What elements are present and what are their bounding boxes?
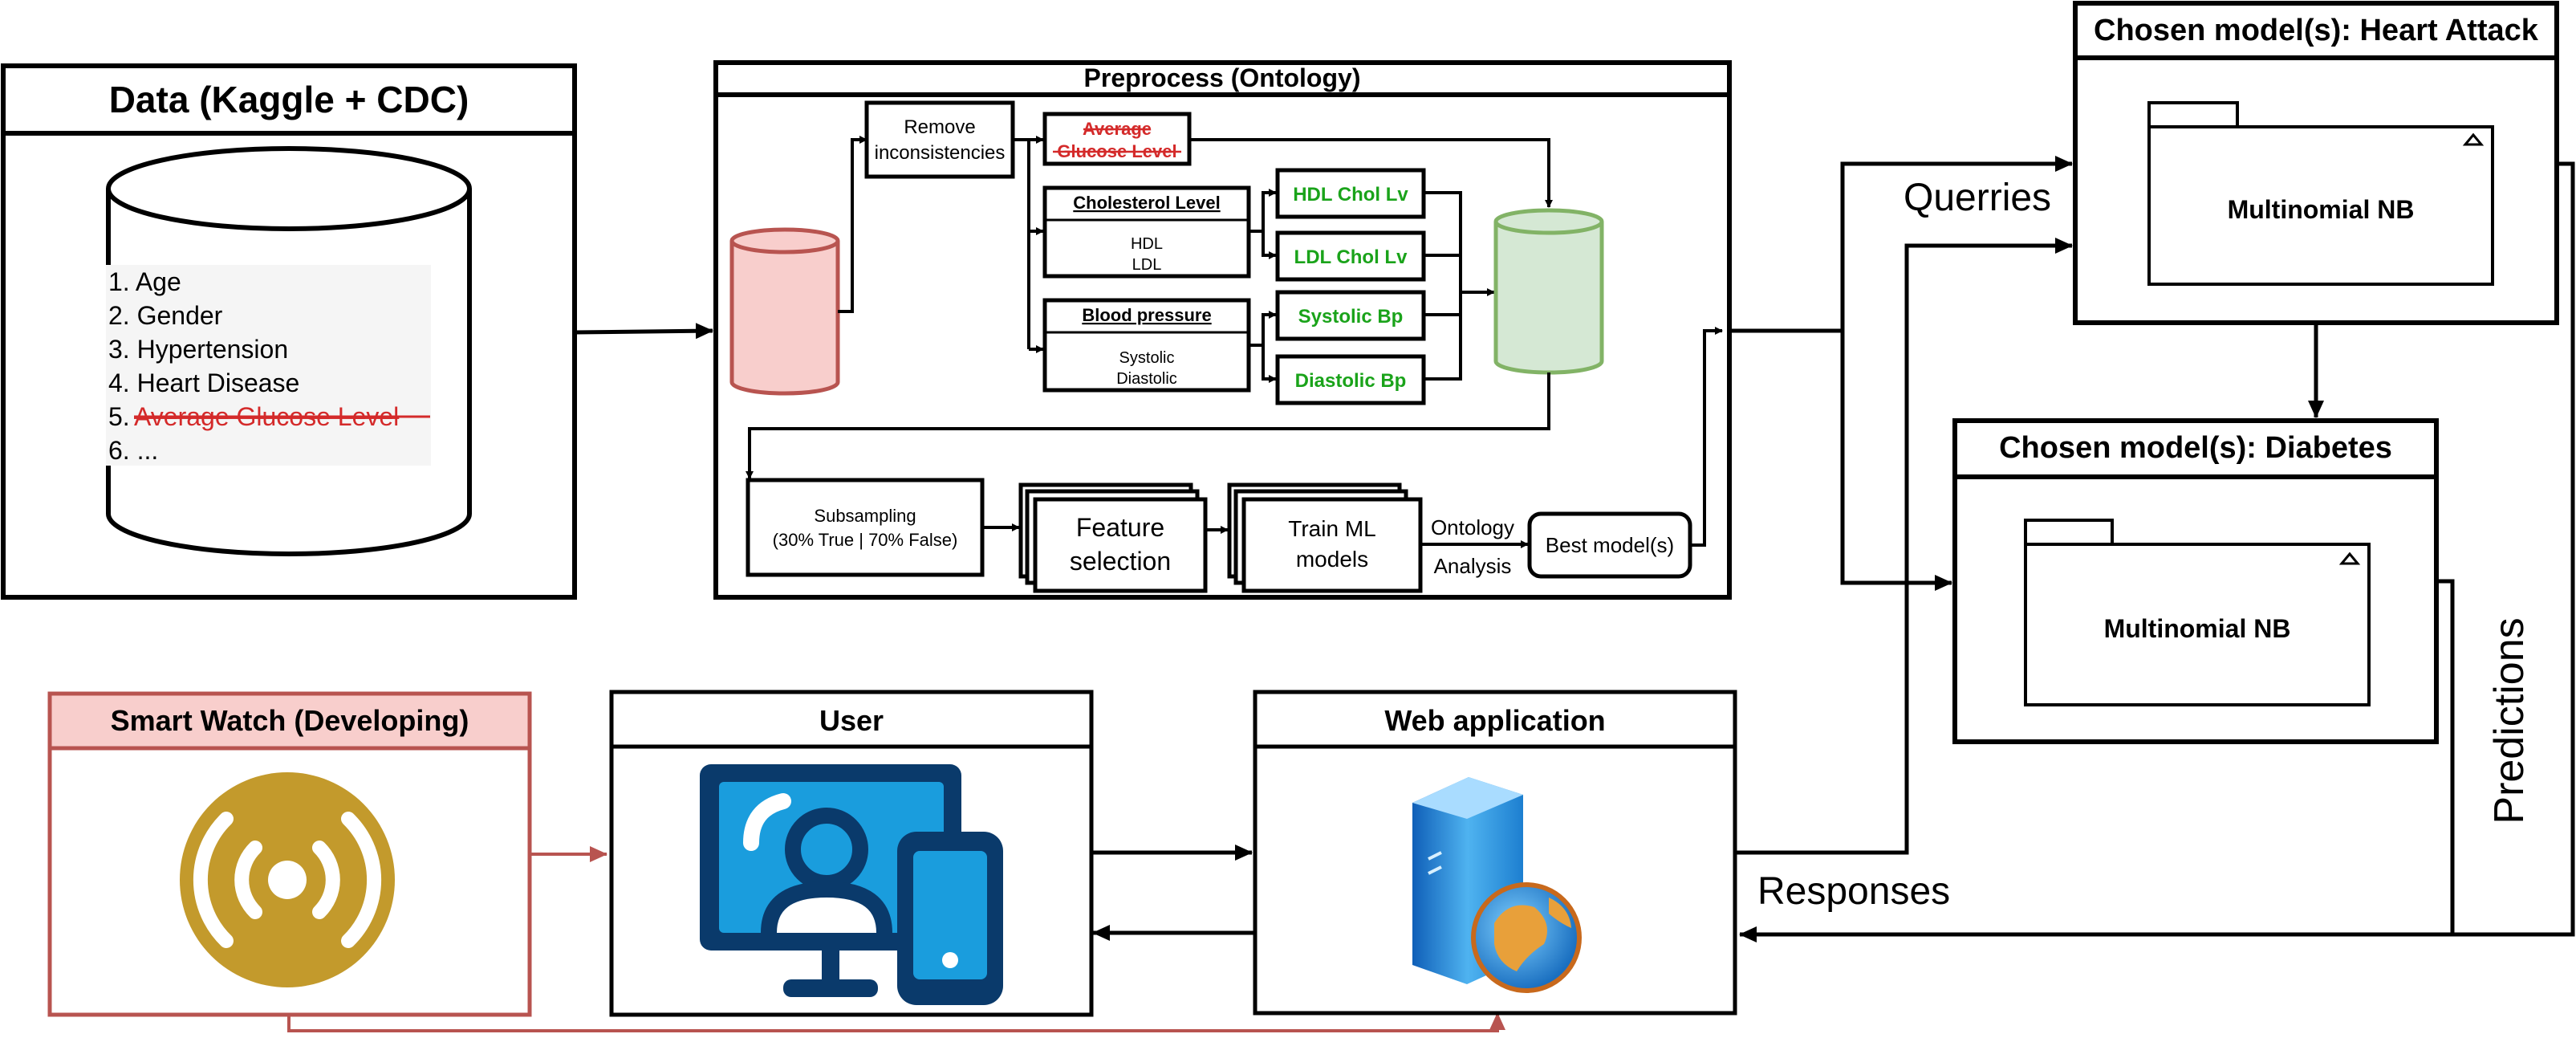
data-item-more: 6. ... [108, 436, 158, 465]
data-panel-title: Data (Kaggle + CDC) [109, 79, 469, 120]
preprocess-panel: Preprocess (Ontology) Remove inconsisten… [713, 60, 1732, 600]
train-models-line1: Train ML [1288, 516, 1375, 541]
predictions-label: Predictions [2486, 617, 2533, 824]
wireless-signal-icon [180, 772, 395, 987]
feature-selection-line1: Feature [1076, 513, 1164, 542]
best-models-label: Best model(s) [1546, 533, 1674, 557]
hdl-output-box [1275, 168, 1426, 219]
systolic-output-box [1275, 290, 1426, 341]
user-title: User [819, 704, 884, 737]
web-to-models-arrow [1737, 238, 2073, 855]
user-panel: User [609, 690, 1094, 1017]
data-item-gender: 2. Gender [108, 301, 223, 330]
feature-selection-line2: selection [1070, 547, 1171, 576]
ontology-label: Ontology [1431, 515, 1514, 539]
predictions-diabetes-line [2436, 579, 2455, 934]
subsampling-box [746, 478, 985, 577]
package-icon [2024, 519, 2371, 706]
blood-pressure-box: Blood pressure Systolic Diastolic [1042, 298, 1251, 393]
diastolic-output-label: Diastolic Bp [1295, 370, 1407, 392]
smart-watch-title: Smart Watch (Developing) [111, 704, 469, 737]
feature-selection-stack [1018, 482, 1208, 593]
remove-label-line2: inconsistencies [875, 142, 1006, 164]
raw-data-cylinder [729, 227, 840, 396]
cholesterol-header: Cholesterol Level [1073, 193, 1220, 213]
bp-systolic: Systolic [1119, 349, 1175, 367]
heart-attack-title: Chosen model(s): Heart Attack [2094, 14, 2539, 47]
predictions-heart-line [1739, 161, 2575, 942]
heart-attack-panel: Chosen model(s): Heart Attack Multinomia… [2073, 1, 2559, 325]
diabetes-panel: Chosen model(s): Diabetes Multinomial NB [1952, 418, 2439, 744]
smart-watch-panel: Smart Watch (Developing) [47, 691, 532, 1017]
raw-to-remove-arrow [838, 136, 867, 313]
subsampling-line2: (30% True | 70% False) [773, 530, 958, 550]
server-globe-icon [1412, 777, 1582, 993]
queries-to-heart-arrow [1729, 156, 2073, 333]
web-app-panel: Web application [1253, 690, 1737, 1016]
ldl-output-box [1275, 230, 1426, 282]
train-models-line2: models [1296, 547, 1368, 572]
clean-data-cylinder [1493, 208, 1604, 375]
data-item-number-5: 5. [108, 402, 130, 431]
heart-attack-model-label: Multinomial NB [2228, 195, 2415, 224]
hdl-output-label: HDL Chol Lv [1293, 184, 1408, 206]
systolic-output-label: Systolic Bp [1298, 306, 1404, 328]
train-models-stack [1227, 482, 1423, 593]
package-icon [2147, 101, 2494, 286]
remove-label-line1: Remove [904, 116, 975, 138]
queries-to-diabetes-arrow [1840, 331, 1952, 591]
cholesterol-hdl: HDL [1131, 235, 1163, 253]
ldl-output-label: LDL Chol Lv [1294, 246, 1408, 268]
data-to-preprocess-arrow [574, 323, 713, 340]
cholesterol-level-box: Cholesterol Level HDL LDL [1042, 185, 1251, 279]
merge-bracket [1424, 191, 1462, 381]
user-device-icon [700, 764, 1003, 1005]
data-panel: Data (Kaggle + CDC) 1. Age 2. Gender 3. … [1, 63, 577, 600]
watch-to-web-arrow [287, 1012, 1505, 1032]
preprocess-title: Preprocess (Ontology) [1084, 63, 1361, 92]
blood-pressure-header: Blood pressure [1082, 305, 1211, 325]
queries-label: Querries [1904, 177, 2051, 219]
data-item-age: 1. Age [108, 267, 181, 296]
cholesterol-ldl: LDL [1132, 256, 1162, 274]
glucose-to-clean-arrow [1189, 138, 1553, 208]
subsampling-line1: Subsampling [814, 506, 916, 526]
bp-diastolic: Diastolic [1116, 370, 1177, 388]
data-item-heart-disease: 4. Heart Disease [108, 368, 299, 397]
clean-to-subsampling-arrow [746, 372, 1550, 479]
remove-inconsistencies-box [864, 100, 1015, 179]
data-list-background [106, 265, 431, 466]
diabetes-model-label: Multinomial NB [2104, 614, 2291, 643]
best-to-output-arrow [1690, 327, 1723, 547]
data-item-hypertension: 3. Hypertension [108, 335, 288, 364]
diastolic-output-box [1275, 354, 1426, 405]
diabetes-title: Chosen model(s): Diabetes [1999, 431, 2392, 465]
analysis-label: Analysis [1434, 554, 1512, 578]
web-app-title: Web application [1384, 704, 1605, 737]
responses-label: Responses [1757, 870, 1950, 913]
